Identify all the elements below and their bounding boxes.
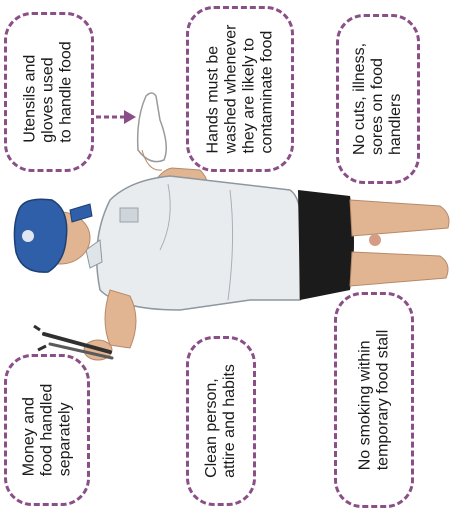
head xyxy=(14,199,92,272)
callout-no-smoking: No smoking within temporary food stall xyxy=(334,292,414,508)
callout-hands-washed: Hands must be washed whenever they are l… xyxy=(186,6,294,172)
callout-no-cuts-text: No cuts, illness, sores on food handlers xyxy=(351,43,405,155)
callout-no-cuts: No cuts, illness, sores on food handlers xyxy=(336,14,420,184)
callout-utensils-gloves-text: Utensils and gloves used to handle food xyxy=(22,41,76,142)
callout-no-smoking-text: No smoking within temporary food stall xyxy=(356,330,392,471)
callout-utensils-gloves: Utensils and gloves used to handle food xyxy=(4,12,94,172)
legs xyxy=(350,200,449,286)
callout-hands-washed-text: Hands must be washed whenever they are l… xyxy=(204,25,276,154)
shirt xyxy=(86,176,301,310)
callout-clean-person: Clean person, attire and habits xyxy=(186,336,256,506)
lower-arm xyxy=(84,290,136,360)
callout-clean-person-text: Clean person, attire and habits xyxy=(203,364,239,478)
callout-money-food: Money and food handled separately xyxy=(4,354,90,506)
callout-money-food-text: Money and food handled separately xyxy=(20,384,74,477)
shorts xyxy=(298,190,354,300)
dashed-right-arrow-icon xyxy=(96,110,136,124)
